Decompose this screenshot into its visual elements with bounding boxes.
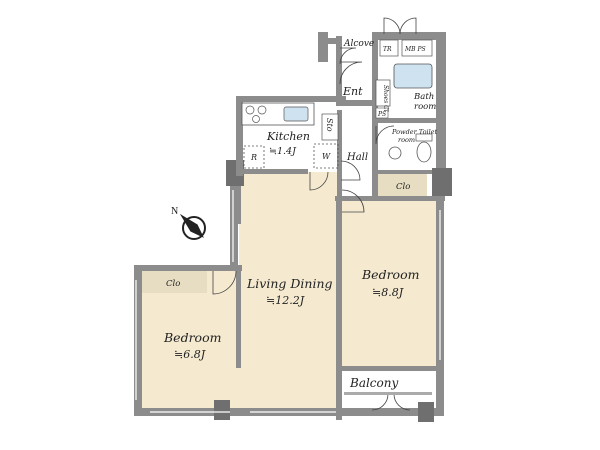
compass-needle xyxy=(179,213,204,238)
balcony-door-frame xyxy=(344,392,432,395)
label-ps: PS xyxy=(377,111,386,118)
mbps-box xyxy=(401,39,433,57)
label-bedroom-left: Bedroom xyxy=(163,330,221,345)
compass-label: N xyxy=(171,206,178,217)
label-kitchen: Kitchen xyxy=(266,130,310,143)
living-upper-floor xyxy=(239,172,315,188)
closet-left-fill xyxy=(141,271,207,293)
label-powder-2: room xyxy=(398,136,415,144)
label-washer: W xyxy=(322,152,331,161)
label-closet-right: Clo xyxy=(396,182,410,192)
compass xyxy=(179,213,206,240)
sink xyxy=(283,106,309,122)
shoes-closet xyxy=(375,79,391,107)
label-living-dining-size: ≒12.2J xyxy=(266,294,305,307)
door-kitchen xyxy=(309,171,329,191)
refrigerator-space xyxy=(243,145,265,169)
label-mbps: MB PS xyxy=(404,46,426,53)
label-bedroom-left-size: ≒6.8J xyxy=(174,348,206,361)
label-bath-2: room xyxy=(414,102,436,112)
balcony-floor xyxy=(342,369,433,411)
door-hall xyxy=(340,160,361,181)
label-tr: TR xyxy=(383,46,392,53)
bathtub xyxy=(393,63,433,89)
label-refrigerator: R xyxy=(250,153,257,162)
room-labels: Alcove TR MB PS Ent Shoes Cl Bath room P… xyxy=(163,39,438,390)
door-entrance xyxy=(339,61,363,85)
label-entrance: Ent xyxy=(342,85,363,98)
door-top-left xyxy=(383,17,401,35)
closet-right-fill xyxy=(377,173,427,197)
label-bedroom-right-size: ≒8.8J xyxy=(372,286,404,299)
label-kitchen-size: ≒1.4J xyxy=(269,146,297,157)
washbasin xyxy=(388,146,402,160)
hall-floor xyxy=(339,110,375,198)
washer-space xyxy=(313,143,339,169)
door-powder xyxy=(375,125,395,145)
label-storage: Sto xyxy=(325,118,334,132)
toilet xyxy=(416,141,432,163)
door-bedroom-right xyxy=(341,189,365,213)
label-shoes-closet: Shoes Cl xyxy=(382,85,389,112)
label-hall: Hall xyxy=(346,152,368,163)
fixtures xyxy=(241,39,433,395)
storage-cabinet xyxy=(321,113,339,141)
label-bedroom-right: Bedroom xyxy=(361,267,419,282)
label-alcove: Alcove xyxy=(343,39,374,49)
ps-box xyxy=(375,107,389,119)
living-dining-floor xyxy=(239,172,339,408)
label-closet-left: Clo xyxy=(166,279,180,289)
stove xyxy=(245,105,267,123)
bedroom-right-floor xyxy=(339,197,437,369)
door-bedroom-left xyxy=(212,270,237,295)
tr-box xyxy=(379,39,399,57)
toilet-tank xyxy=(415,133,433,142)
label-living-dining: Living Dining xyxy=(246,276,333,291)
label-balcony: Balcony xyxy=(349,376,398,390)
label-powder: Powder Toilet xyxy=(391,128,438,136)
door-alcove xyxy=(339,47,357,65)
door-top-right xyxy=(399,17,417,35)
label-bath: Bath xyxy=(413,92,434,102)
windows xyxy=(135,190,441,413)
